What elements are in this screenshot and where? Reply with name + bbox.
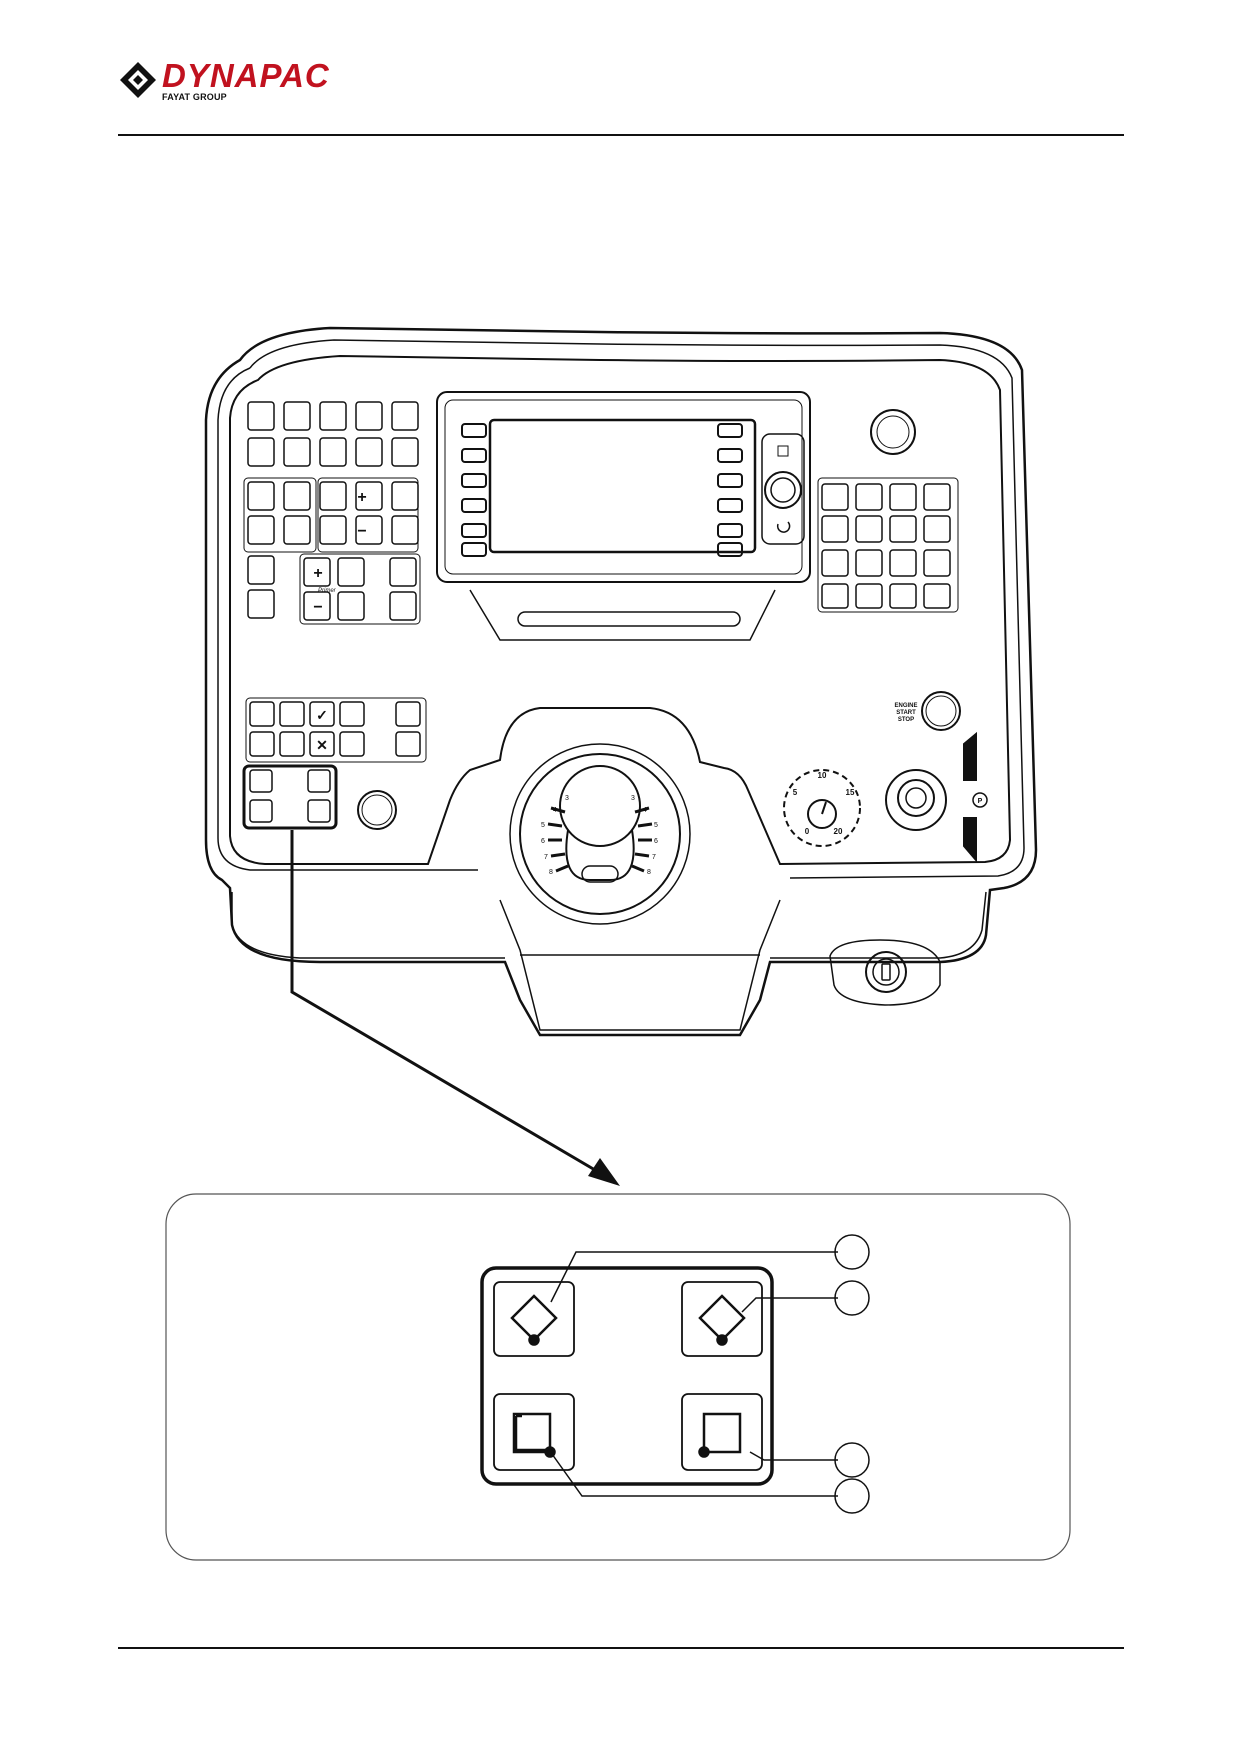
svg-text:−: −: [357, 523, 366, 540]
display-unit: [436, 391, 811, 641]
timer-dial-10: 10: [818, 771, 827, 780]
timer-dial-5: 5: [793, 788, 798, 797]
square-corner-right-icon: [698, 1412, 742, 1458]
steer-right-8: 8: [647, 869, 651, 876]
engine-label-1: ENGINE: [894, 703, 917, 709]
steer-right-3: 3: [631, 795, 635, 802]
steer-left-3: 3: [565, 795, 569, 802]
highlighted-key-block: [242, 764, 338, 830]
steering-unit: [509, 743, 691, 925]
key-block-lower-left: ✓ ✕: [245, 697, 427, 763]
horn-button[interactable]: [357, 790, 397, 830]
svg-text:✓: ✓: [316, 707, 328, 723]
steer-left-7: 7: [544, 854, 548, 861]
dynapac-diamond-icon: [120, 62, 156, 98]
timer-dial: [783, 769, 861, 847]
steer-right-7: 7: [652, 854, 656, 861]
svg-text:−: −: [313, 599, 322, 616]
svg-text:✕: ✕: [316, 737, 328, 753]
key-block-right: [817, 477, 959, 613]
svg-text:+: +: [313, 565, 322, 582]
tilt-left-diamond-icon: [510, 1294, 558, 1346]
header-rule: [118, 134, 1124, 136]
steer-right-5: 5: [654, 822, 658, 829]
engine-label-2: START: [896, 710, 916, 716]
drive-lever: [885, 731, 988, 863]
timer-dial-15: 15: [846, 788, 855, 797]
rotary-knob[interactable]: [870, 409, 916, 455]
primer-label: Primer: [318, 588, 337, 594]
steer-left-5: 5: [541, 822, 545, 829]
steer-left-6: 6: [541, 838, 545, 845]
steer-right-4: 4: [643, 807, 647, 814]
engine-label-3: STOP: [898, 717, 914, 723]
brand-subtitle: FAYAT GROUP: [162, 92, 227, 102]
key-block-mid-left: + −: [243, 477, 419, 553]
callout-leaders: [550, 1251, 838, 1497]
footer-rule: [118, 1647, 1124, 1649]
callout-circles: [834, 1234, 870, 1514]
console-body: [204, 326, 1038, 1037]
timer-dial-0: 0: [805, 827, 810, 836]
key-block-top-left: [247, 401, 419, 467]
steer-left-8: 8: [549, 869, 553, 876]
key-block-primer: + −: [247, 553, 421, 625]
detail-frame: [165, 1193, 1071, 1561]
tilt-right-diamond-icon: [698, 1294, 746, 1346]
engine-start-stop-button[interactable]: [921, 691, 961, 731]
svg-text:+: +: [357, 489, 366, 506]
brand-name: DYNAPAC: [162, 57, 330, 94]
square-corner-left-icon: [512, 1412, 556, 1458]
steer-right-6: 6: [654, 838, 658, 845]
steer-left-4: 4: [553, 807, 557, 814]
parking-label: P: [978, 798, 983, 805]
timer-dial-20: 20: [834, 827, 843, 836]
detail-key-block: [480, 1266, 774, 1486]
dynapac-logo: DYNAPAC FAYAT GROUP: [118, 58, 418, 102]
callout-arrow: [290, 830, 620, 1186]
